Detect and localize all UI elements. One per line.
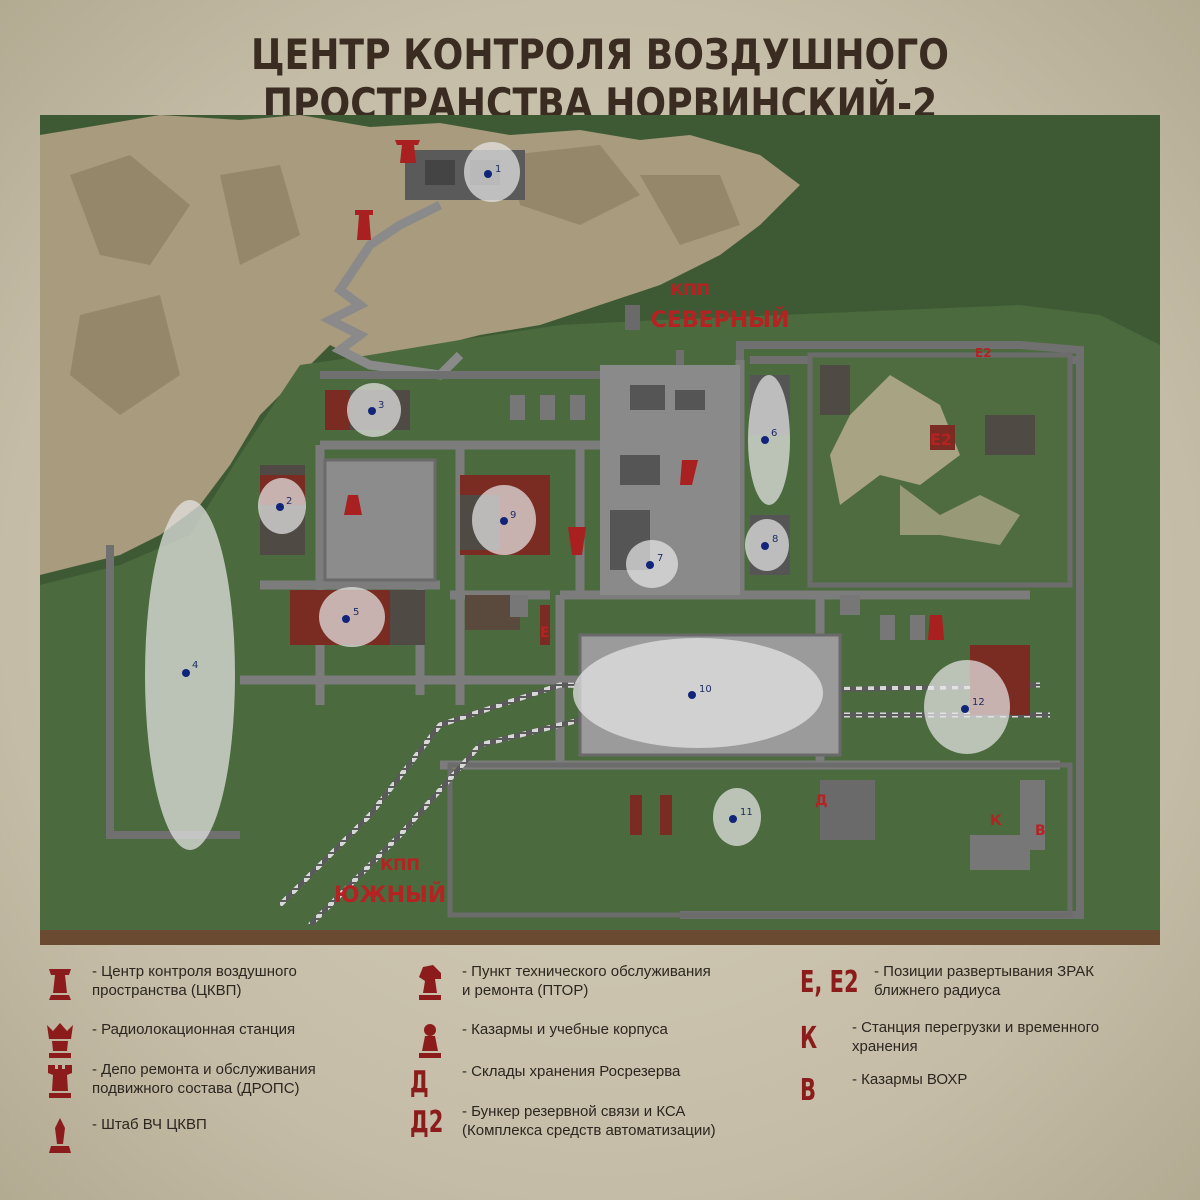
parade-square [323,458,437,582]
zone-9[interactable]: 9 [472,485,536,555]
legend-item-control-center: - Центр контроля воздушного пространства… [40,962,297,1002]
letter-v-icon: В [800,1072,817,1108]
map-letter-v: В [1035,823,1046,839]
letter-d-icon: Д [410,1064,429,1100]
map-legend: - Центр контроля воздушного пространства… [0,950,1200,1200]
svg-text:7: 7 [657,553,663,564]
legend-item-hq: - Штаб ВЧ ЦКВП [40,1115,207,1155]
legend-item-radar: - Радиолокационная станция [40,1020,295,1060]
svg-text:3: 3 [378,400,384,411]
legend-item-depot: - Депо ремонта и обслуживания подвижного… [40,1060,316,1100]
map-bottom-border [40,930,1160,945]
legend-item-air-defense: Е, Е2 - Позиции развертывания ЗРАК ближн… [800,962,1094,1002]
railway-line-1 [278,682,1041,907]
svg-text:5: 5 [353,607,359,618]
pawn-piece-icon [410,1020,450,1060]
map-canvas: Е2 Е2 Д К Е В КПП СЕВЕРНЫЙ КПП ЮЖНЫЙ 1 2… [40,115,1160,945]
hq-bishop-icon [344,495,362,515]
king-piece-icon [40,962,80,1002]
map-symbols [344,140,944,640]
depot-rook-icon [355,210,373,240]
barracks-pawn-icon [928,615,944,640]
checkpoint-south-bottom: ЮЖНЫЙ [334,882,446,908]
checkpoint-north-top: КПП [670,280,710,299]
zone-5[interactable]: 5 [319,587,385,647]
svg-text:9: 9 [510,510,516,521]
legend-item-barracks: - Казармы и учебные корпуса [410,1020,668,1060]
svg-text:12: 12 [972,697,985,708]
svg-text:11: 11 [740,807,753,818]
mountain-shading [70,145,740,415]
zone-12[interactable]: 12 [924,660,1010,754]
map-letter-k: К [990,813,1002,829]
bishop-piece-icon [40,1115,80,1155]
map-letter-e2: Е2 [930,430,952,449]
svg-text:2: 2 [286,496,292,507]
zone-4[interactable]: 4 [145,500,235,850]
svg-text:10: 10 [699,684,712,695]
zone-6[interactable]: 6 [748,375,790,505]
mountain-road [319,200,464,380]
letter-k-icon: К [800,1020,818,1056]
zone-3[interactable]: 3 [347,383,401,437]
rook-piece-icon [40,1060,80,1100]
legend-item-guard-barracks: В - Казармы ВОХР [800,1070,967,1110]
zone-11[interactable]: 11 [713,788,761,846]
svg-text:1: 1 [495,164,501,175]
queen-piece-icon [40,1020,80,1060]
svg-text:6: 6 [771,428,777,439]
legend-item-bunker: Д2 - Бункер резервной связи и КСА (Компл… [410,1102,716,1142]
letter-d2-icon: Д2 [410,1104,444,1140]
south-compound [447,762,1073,918]
legend-item-warehouses: Д - Склады хранения Росрезерва [410,1062,680,1102]
map-letter-e: Е [540,625,550,641]
checkpoint-north-bottom: СЕВЕРНЫЙ [651,307,790,333]
control-center-icon [568,527,586,555]
svg-text:4: 4 [192,660,198,671]
legend-item-service: - Пункт технического обслуживания и ремо… [410,962,711,1002]
railway-line-2 [308,712,1050,927]
zone-1[interactable]: 1 [464,142,520,202]
checkpoint-south-top: КПП [380,855,420,874]
map-title: ЦЕНТР КОНТРОЛЯ ВОЗДУШНОГО ПРОСТРАНСТВА Н… [251,30,949,128]
letter-e-e2-icon: Е, Е2 [800,964,859,1000]
radar-station-icon [395,140,420,163]
zone-10[interactable]: 10 [573,638,823,748]
zone-7[interactable]: 7 [626,540,678,588]
legend-item-transfer-station: К - Станция перегрузки и временного хран… [800,1018,1099,1058]
zone-2[interactable]: 2 [258,478,306,534]
service-knight-icon [680,460,698,485]
sand-clearing [830,375,960,505]
sand-clearing-2 [900,485,1020,545]
mountain-range [40,115,800,575]
knight-piece-icon [410,962,450,1002]
svg-text:8: 8 [772,534,778,545]
map-letter-d: Д [815,793,827,809]
map-letter-r2: Е2 [975,346,992,360]
zone-8[interactable]: 8 [745,519,789,571]
